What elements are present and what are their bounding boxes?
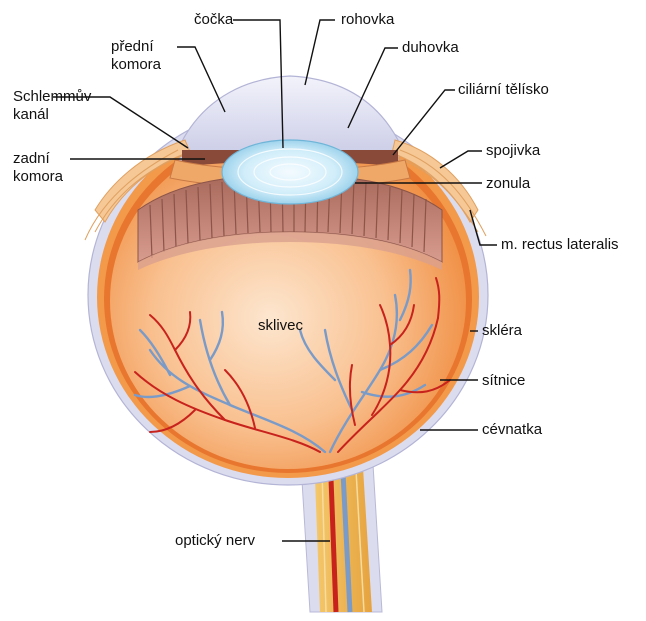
label-sklera: skléra (482, 322, 522, 340)
label-zonula: zonula (486, 175, 530, 193)
label-sklivec: sklivec (258, 317, 303, 335)
label-zadni-komora: zadní komora (13, 150, 63, 186)
label-sitnice: sítnice (482, 372, 525, 390)
label-spojivka: spojivka (486, 142, 540, 160)
label-duhovka: duhovka (402, 39, 459, 57)
label-cocka: čočka (194, 11, 233, 29)
label-predni-komora: přední komora (111, 38, 161, 74)
label-opticky-nerv: optický nerv (175, 532, 255, 550)
label-schlemmuv-kanal: Schlemmův kanál (13, 88, 91, 124)
label-m-rectus-lateralis: m. rectus lateralis (501, 236, 619, 254)
label-rohovka: rohovka (341, 11, 394, 29)
label-cevnatka: cévnatka (482, 421, 542, 439)
label-ciliarni-telisko: ciliární tělísko (458, 81, 549, 99)
